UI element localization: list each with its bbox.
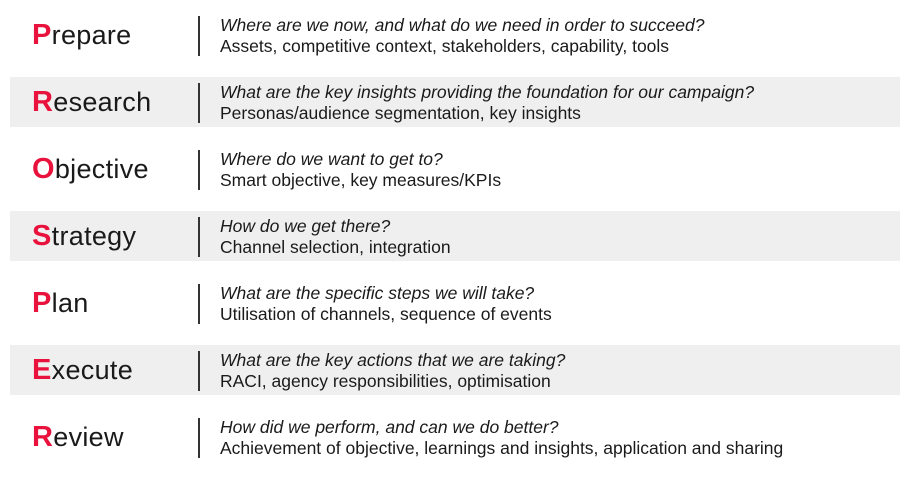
step-detail: Channel selection, integration <box>220 237 451 257</box>
step-description: Where are we now, and what do we need in… <box>220 15 896 57</box>
step-initial: P <box>32 19 52 51</box>
step-initial: S <box>32 220 52 252</box>
step-rest: bjective <box>54 154 149 184</box>
step-word: Strategy <box>32 211 136 261</box>
step-description: What are the key insights providing the … <box>220 82 896 124</box>
step-question: How do we get there? <box>220 216 391 236</box>
step-word: Objective <box>32 144 149 194</box>
step-description: What are the specific steps we will take… <box>220 283 896 325</box>
step-initial: R <box>32 421 54 453</box>
step-initial: R <box>32 86 54 118</box>
step-word: Prepare <box>32 10 132 60</box>
row-research: Research What are the key insights provi… <box>10 77 900 127</box>
step-question: What are the key insights providing the … <box>220 82 755 102</box>
row-execute: Execute What are the key actions that we… <box>10 345 900 395</box>
step-detail: Utilisation of channels, sequence of eve… <box>220 304 552 324</box>
step-description: How do we get there? Channel selection, … <box>220 216 896 258</box>
divider-line <box>198 150 200 190</box>
step-detail: RACI, agency responsibilities, optimisat… <box>220 371 551 391</box>
step-detail: Smart objective, key measures/KPIs <box>220 170 502 190</box>
step-word: Plan <box>32 278 89 328</box>
step-description: What are the key actions that we are tak… <box>220 350 896 392</box>
step-detail: Assets, competitive context, stakeholder… <box>220 36 670 56</box>
step-question: What are the key actions that we are tak… <box>220 350 566 370</box>
divider-line <box>198 418 200 458</box>
step-rest: trategy <box>51 221 137 251</box>
divider-line <box>198 284 200 324</box>
row-prepare: Prepare Where are we now, and what do we… <box>10 10 900 60</box>
divider-line <box>198 16 200 56</box>
step-question: Where do we want to get to? <box>220 149 443 169</box>
divider-line <box>198 83 200 123</box>
step-word: Review <box>32 412 124 462</box>
step-rest: repare <box>51 20 132 50</box>
step-question: How did we perform, and can we do better… <box>220 417 559 437</box>
step-rest: esearch <box>53 87 152 117</box>
divider-line <box>198 351 200 391</box>
row-plan: Plan What are the specific steps we will… <box>10 278 900 328</box>
step-word: Execute <box>32 345 133 395</box>
step-detail: Personas/audience segmentation, key insi… <box>220 103 581 123</box>
step-rest: lan <box>51 288 89 318</box>
step-initial: P <box>32 287 52 319</box>
step-question: Where are we now, and what do we need in… <box>220 15 705 35</box>
row-strategy: Strategy How do we get there? Channel se… <box>10 211 900 261</box>
step-initial: O <box>32 153 55 185</box>
row-objective: Objective Where do we want to get to? Sm… <box>10 144 900 194</box>
step-word: Research <box>32 77 151 127</box>
step-rest: eview <box>53 422 124 452</box>
divider-line <box>198 217 200 257</box>
step-description: How did we perform, and can we do better… <box>220 417 896 459</box>
row-review: Review How did we perform, and can we do… <box>10 412 900 462</box>
step-rest: xecute <box>51 355 134 385</box>
step-initial: E <box>32 354 52 386</box>
step-question: What are the specific steps we will take… <box>220 283 535 303</box>
step-description: Where do we want to get to? Smart object… <box>220 149 896 191</box>
step-detail: Achievement of objective, learnings and … <box>220 438 784 458</box>
